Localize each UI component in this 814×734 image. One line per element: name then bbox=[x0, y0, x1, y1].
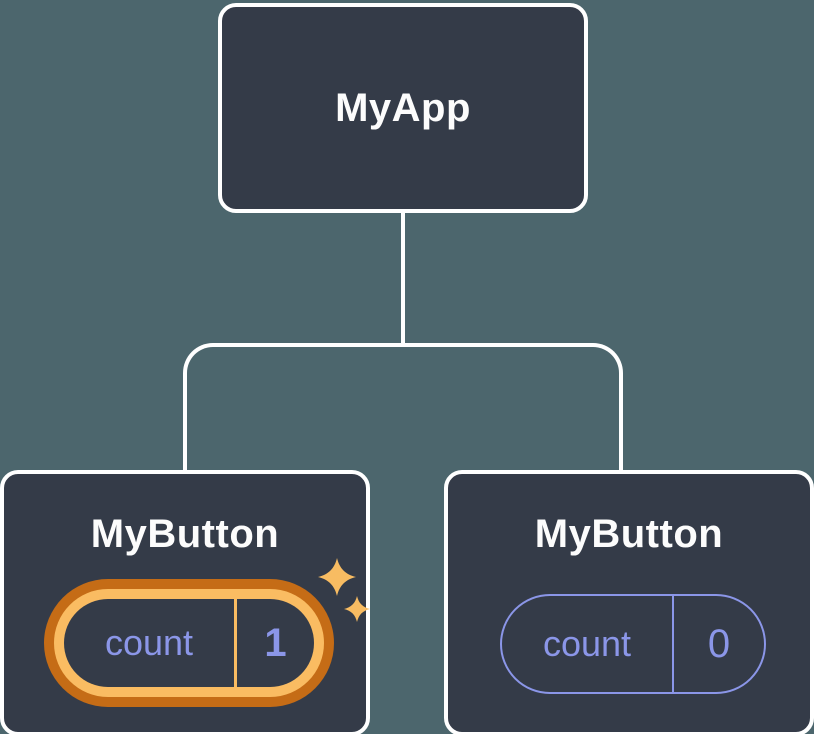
state-pill: count 0 bbox=[500, 594, 766, 694]
state-pill-highlighted: count 1 bbox=[44, 579, 334, 707]
state-value-cell: 1 bbox=[237, 599, 314, 687]
connector-root-stem bbox=[401, 209, 405, 347]
state-value: 0 bbox=[707, 621, 731, 666]
state-value-cell: 0 bbox=[674, 596, 764, 692]
state-pill-gold-ring: count 1 bbox=[54, 589, 324, 697]
connector-branch bbox=[183, 343, 623, 474]
node-mybutton-left-label: MyButton bbox=[90, 512, 280, 556]
node-myapp: MyApp bbox=[218, 3, 588, 213]
node-mybutton-right-label: MyButton bbox=[534, 512, 724, 556]
node-mybutton-left: MyButton count 1 bbox=[0, 470, 370, 734]
state-key-cell: count bbox=[64, 599, 234, 687]
state-key-label: count bbox=[104, 622, 194, 663]
state-key-label: count bbox=[542, 623, 632, 664]
node-myapp-label: MyApp bbox=[335, 85, 471, 130]
pill-divider bbox=[672, 596, 674, 692]
sparkles-icon bbox=[318, 558, 370, 622]
pill-divider bbox=[234, 599, 237, 687]
state-pill-inner: count 1 bbox=[64, 599, 314, 687]
state-key-cell: count bbox=[502, 596, 672, 692]
node-mybutton-right: MyButton count 0 bbox=[444, 470, 814, 734]
state-value: 1 bbox=[264, 620, 287, 665]
